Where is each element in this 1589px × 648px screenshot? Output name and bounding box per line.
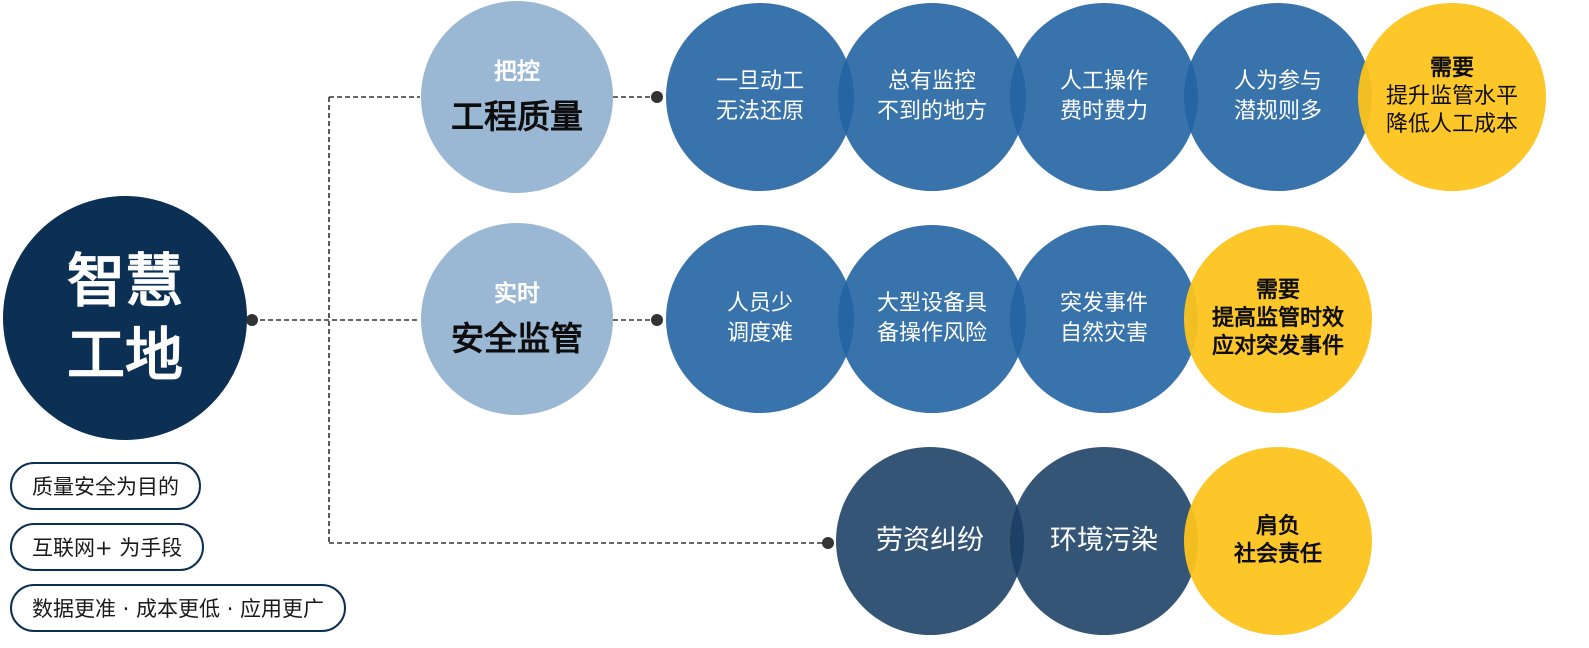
connector-dot-hub — [246, 314, 258, 326]
pain-point: 一旦动工 无法还原 — [666, 3, 854, 191]
pain-line: 环境污染 — [1050, 525, 1158, 556]
need-line: 提高监管时效 — [1211, 306, 1344, 331]
hub-line1: 智慧 — [66, 247, 183, 315]
category-quality-big: 工程质量 — [451, 97, 583, 136]
need-line: 降低人工成本 — [1385, 112, 1518, 137]
pain-line: 一旦动工 — [715, 69, 804, 94]
need-line: 社会责任 — [1233, 542, 1322, 567]
pill-label: 数据更准 · 成本更低 · 应用更广 — [32, 597, 325, 621]
pain-line: 人工操作 — [1059, 69, 1148, 94]
pain-line: 人为参与 — [1233, 69, 1322, 94]
pill-goal: 质量安全为目的 — [10, 462, 201, 510]
pain-line: 大型设备具 — [876, 291, 987, 316]
pill-benefits: 数据更准 · 成本更低 · 应用更广 — [10, 584, 347, 632]
pill-means: 互联网+ 为手段 — [10, 523, 205, 571]
pain-point: 劳资纠纷 — [836, 447, 1024, 635]
hub-line2: 工地 — [66, 321, 183, 389]
pain-point: 人工操作 费时费力 — [1010, 3, 1198, 191]
category-safety: 实时 安全监管 — [421, 223, 613, 415]
pain-point: 大型设备具 备操作风险 — [838, 225, 1026, 413]
need-circle: 需要 提高监管时效 应对突发事件 — [1184, 225, 1372, 413]
pill-label: 互联网+ 为手段 — [32, 536, 183, 560]
pain-point: 突发事件 自然灾害 — [1010, 225, 1198, 413]
need-heading: 需要 — [1429, 56, 1474, 81]
need-line: 提升监管水平 — [1385, 84, 1518, 109]
pain-line: 劳资纠纷 — [876, 525, 984, 556]
pain-point: 人员少 调度难 — [666, 225, 854, 413]
category-safety-small: 实时 — [494, 281, 540, 307]
need-heading: 肩负 — [1255, 514, 1300, 539]
need-heading: 需要 — [1255, 278, 1300, 303]
connector-dot-row2 — [651, 314, 663, 326]
pain-point: 人为参与 潜规则多 — [1184, 3, 1372, 191]
hub-circle: 智慧 工地 — [3, 196, 247, 440]
pain-point: 总有监控 不到的地方 — [838, 3, 1026, 191]
pain-line: 不到的地方 — [876, 99, 987, 124]
category-quality-small: 把控 — [494, 59, 540, 85]
pain-point: 环境污染 — [1010, 447, 1198, 635]
connector-dot-row3 — [822, 537, 834, 549]
category-quality: 把控 工程质量 — [421, 1, 613, 193]
pain-line: 无法还原 — [715, 99, 804, 124]
connector-dot-row1 — [651, 91, 663, 103]
need-line: 应对突发事件 — [1211, 334, 1344, 359]
pain-line: 费时费力 — [1059, 99, 1148, 124]
pain-line: 人员少 — [726, 291, 793, 316]
pain-line: 突发事件 — [1059, 291, 1148, 316]
category-safety-big: 安全监管 — [451, 319, 583, 358]
need-circle: 需要 提升监管水平 降低人工成本 — [1358, 3, 1546, 191]
pain-line: 自然灾害 — [1059, 321, 1148, 346]
pain-line: 潜规则多 — [1233, 99, 1322, 124]
pain-line: 总有监控 — [887, 69, 976, 94]
pill-label: 质量安全为目的 — [32, 475, 179, 499]
pain-line: 备操作风险 — [876, 321, 987, 346]
pain-line: 调度难 — [726, 321, 793, 346]
need-circle: 肩负 社会责任 — [1184, 447, 1372, 635]
